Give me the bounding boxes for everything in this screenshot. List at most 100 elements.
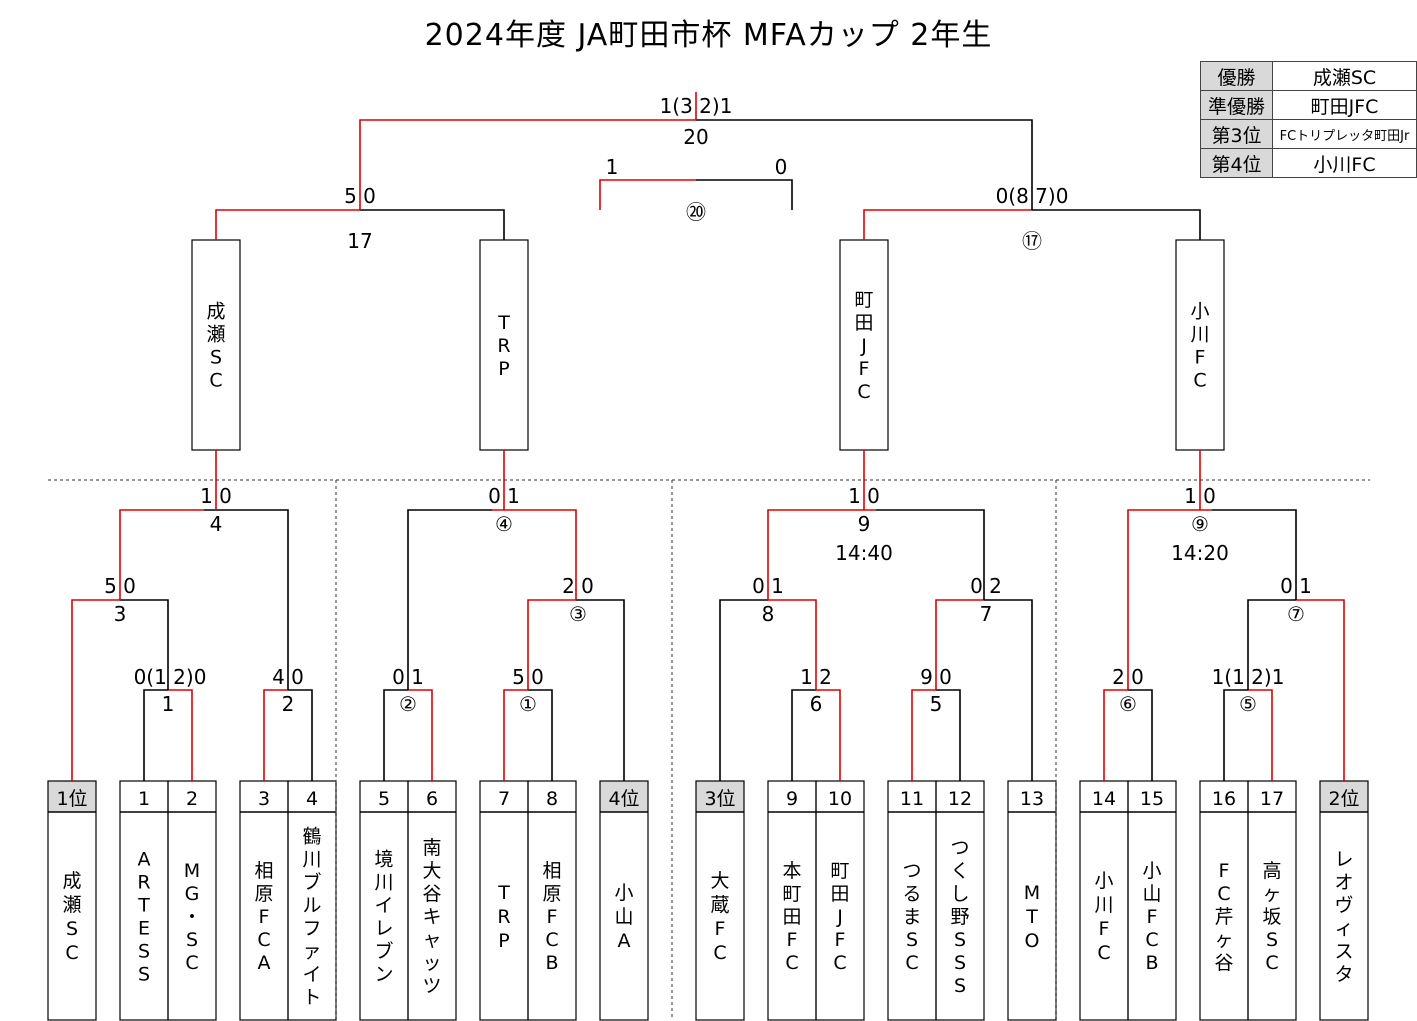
team-number: 3 xyxy=(258,788,270,810)
match-line xyxy=(1128,689,1153,781)
match-score: 0 xyxy=(775,155,788,179)
match-line xyxy=(359,119,696,210)
team-number: 2位 xyxy=(1328,788,1359,810)
match-line xyxy=(1247,599,1296,690)
match-line xyxy=(863,209,1032,240)
team-number: 1位 xyxy=(56,788,87,810)
match-line xyxy=(492,509,577,600)
match-line xyxy=(768,599,817,690)
match-line xyxy=(168,689,193,781)
rank-header xyxy=(600,781,648,812)
match-line xyxy=(119,509,204,600)
match-time: 14:20 xyxy=(1171,541,1229,565)
match-id: ① xyxy=(519,692,537,716)
match-id: ⑰ xyxy=(1022,229,1042,253)
team-name: 南大谷キャッツ xyxy=(422,837,441,997)
result-team: 小川FC xyxy=(1272,148,1417,178)
match-id: 2 xyxy=(282,692,295,716)
match-line xyxy=(599,179,696,210)
team-number: 12 xyxy=(948,788,972,810)
match-line xyxy=(936,689,961,781)
match-line xyxy=(527,599,576,690)
match-line xyxy=(528,689,553,781)
result-label: 優勝 xyxy=(1200,61,1273,91)
match-id: 4 xyxy=(210,512,223,536)
page-title: 2024年度 JA町田市杯 MFAカップ 2年生 xyxy=(424,18,993,53)
team-number: 2 xyxy=(186,788,198,810)
match-score: 0 1 xyxy=(488,484,520,508)
match-line xyxy=(984,599,1033,781)
match-id: ④ xyxy=(495,512,513,536)
team-number: 17 xyxy=(1260,788,1284,810)
match-id: 5 xyxy=(930,692,943,716)
match-id: 6 xyxy=(810,692,823,716)
match-id: 1 xyxy=(162,692,175,716)
match-id: ⑤ xyxy=(1239,692,1257,716)
match-id: 7 xyxy=(980,602,993,626)
match-line xyxy=(288,689,313,781)
match-line xyxy=(263,689,288,781)
match-line xyxy=(1248,689,1273,781)
team-number: 11 xyxy=(900,788,924,810)
match-score: 0 2 xyxy=(970,574,1002,598)
team-name: レオヴィスタ xyxy=(1334,849,1353,986)
team-name: 鶴川ブルファイト xyxy=(302,826,321,1009)
match-id: 20 xyxy=(683,125,708,149)
result-row-runner-up: 準優勝 町田JFC xyxy=(1200,90,1417,120)
match-id: ⑦ xyxy=(1287,602,1305,626)
match-score: 0(1 2)0 xyxy=(134,665,207,689)
match-score: 1 0 xyxy=(848,484,880,508)
match-line xyxy=(1032,209,1201,240)
match-line xyxy=(503,689,528,781)
team-number: 16 xyxy=(1212,788,1236,810)
match-score: 1 xyxy=(606,155,619,179)
results-table: 優勝 成瀬SC 準優勝 町田JFC 第3位 FCトリプレッタ町田Jr 第4位 小… xyxy=(1200,61,1417,178)
team-number: 6 xyxy=(426,788,438,810)
match-score: 1 0 xyxy=(1184,484,1216,508)
match-line xyxy=(696,179,793,210)
match-id: ③ xyxy=(569,602,587,626)
match-line xyxy=(1212,509,1297,600)
result-row-third: 第3位 FCトリプレッタ町田Jr xyxy=(1200,119,1417,149)
team-number: 5 xyxy=(378,788,390,810)
match-line xyxy=(120,599,169,690)
team-number: 3位 xyxy=(704,788,735,810)
match-line xyxy=(696,119,1033,210)
match-line xyxy=(876,509,985,600)
match-line xyxy=(576,599,625,781)
match-line xyxy=(1127,509,1212,690)
match-score: 2 0 xyxy=(562,574,594,598)
match-score: 1 0 xyxy=(200,484,232,508)
match-line xyxy=(767,509,876,600)
match-line xyxy=(816,689,841,781)
match-line xyxy=(408,689,433,781)
result-label: 第4位 xyxy=(1200,148,1273,178)
match-time: 14:40 xyxy=(835,541,893,565)
match-line xyxy=(407,509,492,690)
team-number: 10 xyxy=(828,788,852,810)
result-row-champion: 優勝 成瀬SC xyxy=(1200,61,1417,91)
match-id: 3 xyxy=(114,602,127,626)
match-line xyxy=(204,509,289,690)
match-line xyxy=(360,209,505,240)
match-line xyxy=(143,689,168,781)
team-number: 4 xyxy=(306,788,318,810)
match-line xyxy=(1296,599,1345,781)
result-row-fourth: 第4位 小川FC xyxy=(1200,148,1417,178)
